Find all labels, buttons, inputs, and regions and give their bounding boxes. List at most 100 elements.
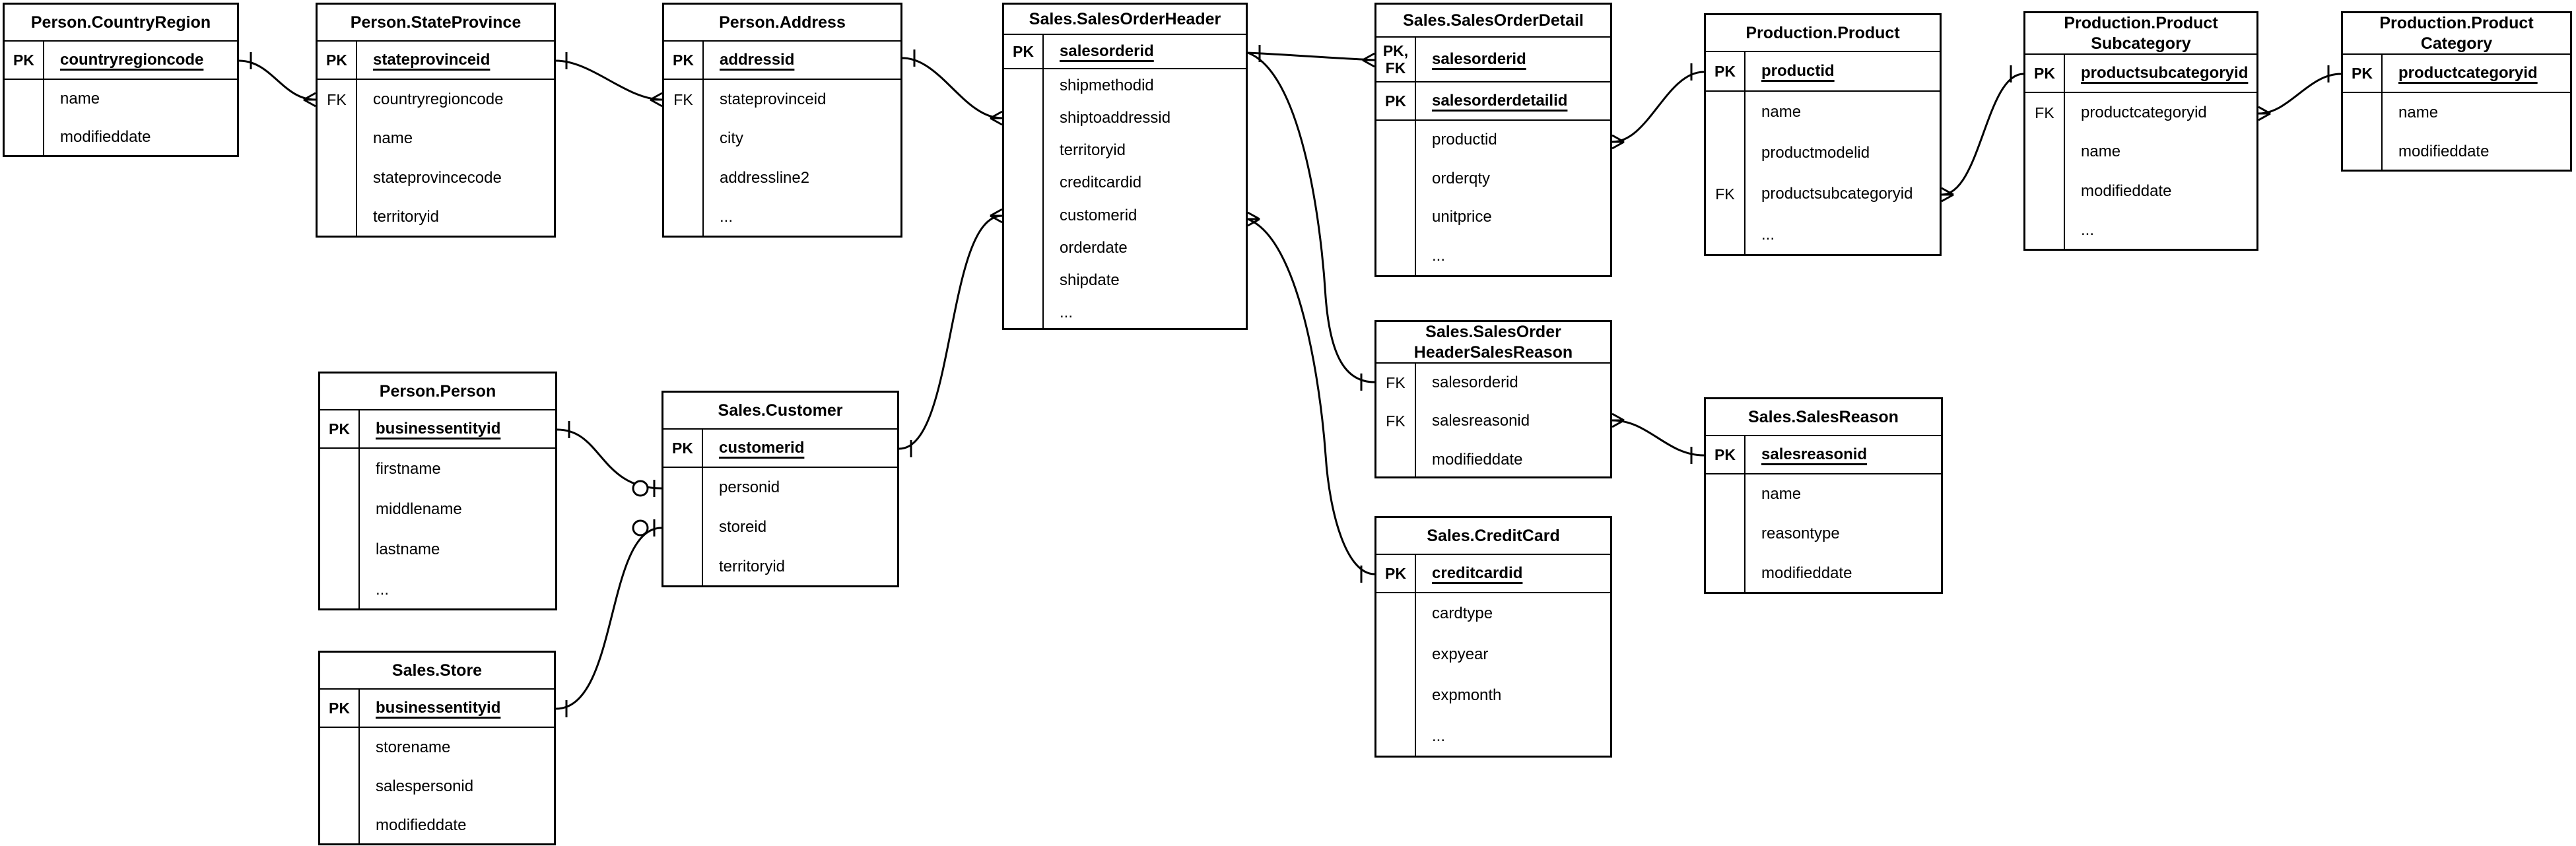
column-name: countryregioncode bbox=[373, 90, 504, 108]
key-column-divider bbox=[358, 689, 360, 843]
column-name: city bbox=[720, 129, 743, 148]
key-label: PK bbox=[1376, 565, 1415, 582]
relationship-line bbox=[238, 59, 316, 101]
connector-productcategory-productsubcategory[interactable] bbox=[2258, 65, 2342, 121]
key-column-divider bbox=[702, 41, 704, 236]
column-name: salesorderid bbox=[1432, 50, 1526, 68]
column-name: reasontype bbox=[1761, 525, 1840, 542]
cardinality-many-crowfoot bbox=[990, 208, 1003, 224]
connector-product-salesorderdetail[interactable] bbox=[1611, 63, 1705, 150]
relationship-line bbox=[902, 57, 1003, 119]
column-row: expmonth bbox=[1376, 675, 1610, 716]
key-label-line: PK bbox=[13, 51, 34, 69]
column-name: middlename bbox=[376, 500, 462, 518]
key-label: FK bbox=[664, 91, 702, 108]
column-row: expyear bbox=[1376, 634, 1610, 675]
column-row: territoryid bbox=[663, 547, 897, 587]
column-name: firstname bbox=[376, 459, 441, 478]
connector-stateprovince-address[interactable] bbox=[555, 52, 663, 108]
table-title-line: Sales.SalesReason bbox=[1748, 407, 1899, 426]
connector-address-salesorderheader[interactable] bbox=[902, 49, 1003, 126]
key-label-line: PK bbox=[1714, 63, 1736, 80]
table-title-line: Sales.SalesOrderDetail bbox=[1403, 11, 1584, 30]
column-name: ... bbox=[1432, 727, 1446, 745]
table-title: Sales.Customer bbox=[663, 393, 897, 430]
column-row: ... bbox=[320, 569, 555, 610]
column-name: productsubcategoryid bbox=[1761, 185, 1913, 203]
connector-salesorderheader-salesorderdetail[interactable] bbox=[1247, 45, 1375, 68]
table-title-line: Production.Product bbox=[1746, 23, 1900, 42]
column-name: businessentityid bbox=[376, 420, 501, 438]
relationship-line bbox=[1941, 73, 2024, 196]
primary-key-row: PK businessentityid bbox=[320, 410, 555, 449]
connector-salesorderheader-salesorderheadersalesreason[interactable] bbox=[1247, 51, 1375, 391]
cardinality-many-crowfoot bbox=[1941, 187, 1954, 203]
column-name: stateprovincecode bbox=[373, 168, 502, 187]
column-name: shiptoaddressid bbox=[1060, 108, 1171, 127]
column-name: territoryid bbox=[719, 558, 786, 575]
column-row: storename bbox=[320, 728, 554, 767]
column-name: salesorderdetailid bbox=[1432, 92, 1568, 110]
column-name: ... bbox=[2081, 221, 2095, 240]
column-name: expmonth bbox=[1432, 686, 1502, 704]
column-name: creditcardid bbox=[1060, 174, 1142, 192]
column-row: name bbox=[1706, 92, 1940, 133]
connector-customer-salesorderheader[interactable] bbox=[898, 208, 1003, 457]
key-column-divider bbox=[2064, 54, 2065, 249]
key-label: PK bbox=[320, 700, 358, 717]
table-title-line: Sales.Customer bbox=[718, 401, 843, 420]
connector-person-customer[interactable] bbox=[557, 421, 662, 497]
column-row: reasontype bbox=[1706, 514, 1941, 554]
key-label-line: PK bbox=[329, 700, 350, 717]
key-label: PK bbox=[320, 420, 358, 438]
column-row: modifieddate bbox=[2343, 132, 2570, 171]
column-row: ... bbox=[1376, 716, 1610, 757]
key-label-line: PK bbox=[673, 51, 694, 69]
column-row: unitprice bbox=[1376, 198, 1610, 237]
column-row: firstname bbox=[320, 449, 555, 489]
column-name: modifieddate bbox=[2081, 181, 2172, 200]
column-name: ... bbox=[1060, 304, 1073, 322]
key-label: PK bbox=[2343, 65, 2381, 82]
cardinality-zero-circle bbox=[632, 480, 649, 497]
connector-salesreason-salesorderheadersalesreason[interactable] bbox=[1611, 412, 1705, 464]
key-label-line: PK, bbox=[1382, 42, 1409, 59]
connector-creditcard-salesorderheader[interactable] bbox=[1247, 211, 1375, 583]
relationship-line bbox=[557, 428, 662, 490]
column-name: name bbox=[2081, 143, 2121, 161]
connector-countryregion-stateprovince[interactable] bbox=[238, 52, 316, 108]
column-row: addressline2 bbox=[664, 158, 900, 198]
column-name: cardtype bbox=[1432, 604, 1493, 622]
connector-store-customer[interactable] bbox=[555, 519, 662, 717]
key-label-line: FK bbox=[1715, 185, 1735, 203]
column-row: productmodelid bbox=[1706, 133, 1940, 174]
column-row: ... bbox=[664, 198, 900, 238]
connector-productsubcategory-product[interactable] bbox=[1941, 65, 2024, 203]
column-row: modifieddate bbox=[5, 118, 237, 156]
key-label-line: PK bbox=[326, 51, 347, 69]
column-name: modifieddate bbox=[1761, 564, 1852, 582]
column-row: salespersonid bbox=[320, 767, 554, 806]
column-name: territoryid bbox=[1060, 141, 1126, 160]
